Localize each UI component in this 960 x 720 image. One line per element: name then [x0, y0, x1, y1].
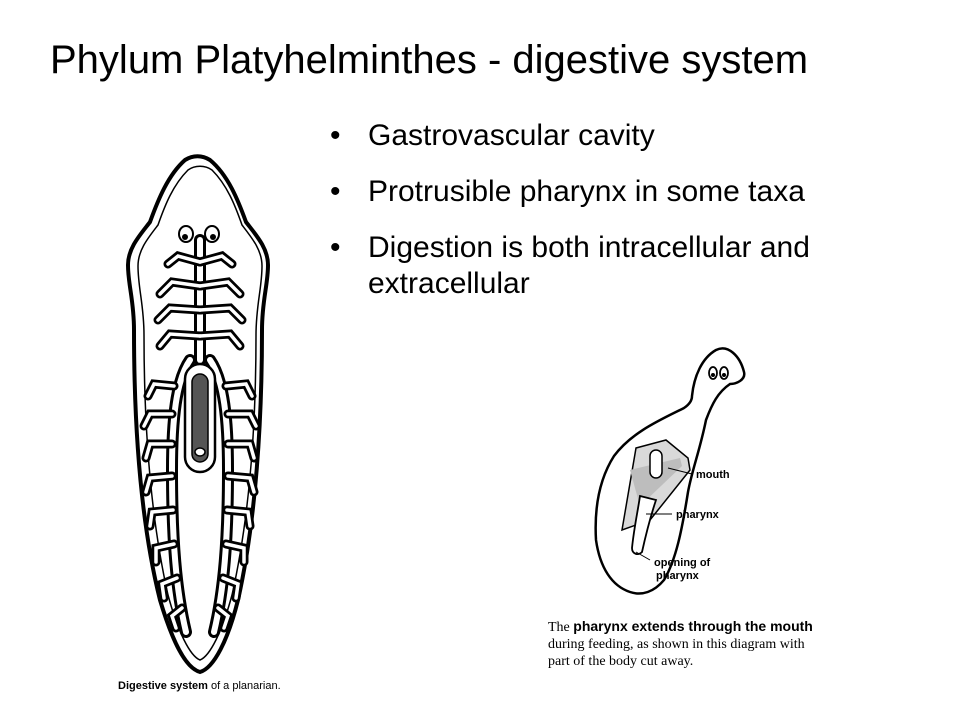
- left-caption-rest: of a planarian.: [207, 680, 281, 692]
- feeding-left-eye-pupil: [711, 373, 715, 377]
- planarian-body-inner: [137, 165, 263, 661]
- left-caption-bold: Digestive system: [118, 680, 208, 692]
- mouth-leader-line: [667, 467, 693, 475]
- anterior-gut-branches: [153, 251, 247, 351]
- feeding-left-eye: [708, 366, 718, 380]
- bullet-list: • Gastrovascular cavity • Protrusible phar…: [330, 118, 850, 322]
- label-mouth: mouth: [696, 469, 730, 481]
- right-caption-part1: The: [548, 620, 574, 635]
- bullet-item: • Digestion is both intracellular and ext…: [330, 230, 850, 302]
- retracted-pharynx-base: [649, 449, 663, 479]
- planarian-body-outline: [125, 154, 271, 675]
- right-eyespot: [204, 225, 220, 243]
- right-caption-bold: pharynx extends through the mouth: [573, 618, 813, 634]
- bullet-dot: •: [330, 119, 341, 152]
- slide-title: Phylum Platyhelminthes - digestive syste…: [50, 38, 809, 82]
- posterior-gut-branches: [139, 379, 261, 633]
- feeding-body-outline: [594, 347, 746, 595]
- pharynx-pouch: [183, 362, 217, 474]
- right-caption-part2: during feeding, as shown in this diagram…: [548, 637, 805, 669]
- bullet-text: Gastrovascular cavity: [368, 119, 655, 152]
- bullet-text: Digestion is both intracellular and extr…: [368, 231, 810, 300]
- pouch-shading: [630, 458, 682, 506]
- pharyngeal-pouch-cutaway: [621, 439, 691, 532]
- left-eyespot: [178, 225, 194, 243]
- bullet-item: • Gastrovascular cavity: [330, 118, 850, 154]
- label-opening-line2: pharynx: [656, 570, 700, 582]
- extended-pharynx: [631, 494, 658, 555]
- bullet-item: • Protrusible pharynx in some taxa: [330, 174, 850, 210]
- left-figure-caption: Digestive system of a planarian.: [118, 680, 281, 692]
- right-eyespot-pupil: [210, 234, 216, 240]
- pharynx: [191, 373, 209, 463]
- pharynx-opening: [194, 447, 206, 457]
- label-pharynx: pharynx: [676, 509, 720, 521]
- label-opening-line1: opening of: [654, 557, 711, 569]
- right-figure-caption: The pharynx extends through the mouth du…: [548, 618, 820, 670]
- feeding-right-eye: [719, 366, 729, 380]
- posterior-gut-trunks: [165, 354, 235, 638]
- bullet-text: Protrusible pharynx in some taxa: [368, 175, 805, 208]
- opening-leader-line: [635, 551, 651, 561]
- feeding-right-eye-pupil: [722, 373, 726, 377]
- left-eyespot-pupil: [182, 234, 188, 240]
- bullet-dot: •: [330, 175, 341, 208]
- bullet-dot: •: [330, 231, 341, 264]
